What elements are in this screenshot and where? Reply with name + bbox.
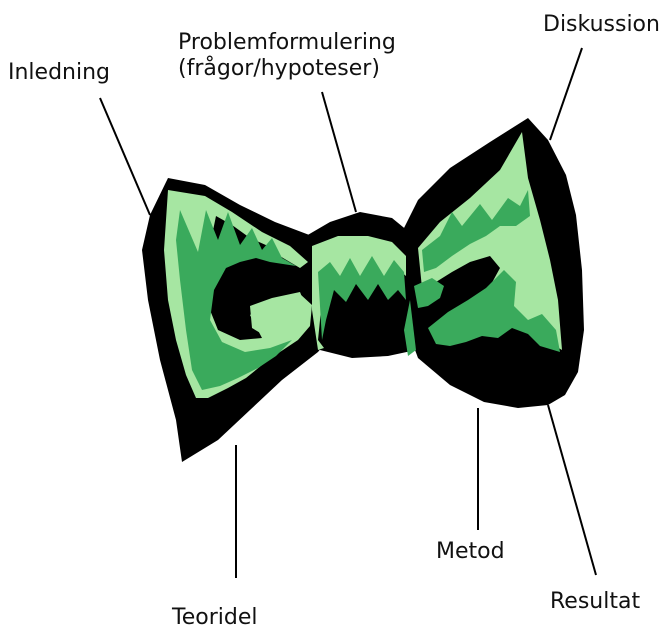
label-resultat: Resultat (550, 589, 640, 615)
label-diskussion: Diskussion (543, 12, 660, 38)
label-problem-line2: (frågor/hypoteser) (178, 56, 396, 82)
label-problem-line1: Problemformulering (178, 30, 396, 56)
leader-line-diskussion (550, 48, 582, 140)
leader-line-resultat (548, 405, 596, 575)
label-metod: Metod (436, 539, 505, 565)
label-problemformulering: Problemformulering (frågor/hypoteser) (178, 30, 396, 82)
label-teoridel: Teoridel (172, 605, 257, 631)
label-inledning: Inledning (8, 60, 110, 86)
leader-line-problem (322, 92, 356, 212)
leader-line-inledning (100, 98, 150, 215)
